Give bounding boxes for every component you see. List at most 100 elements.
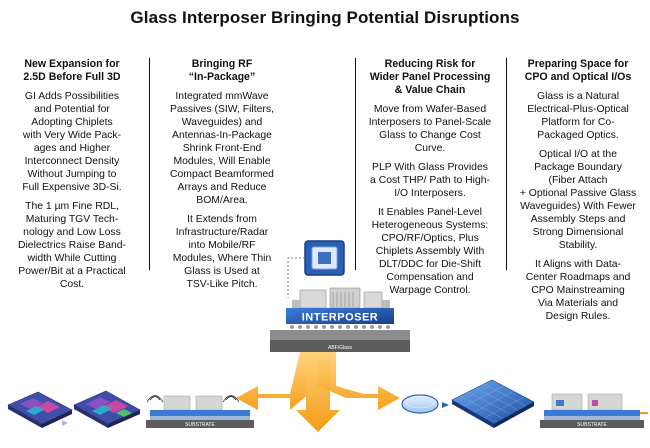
paragraph-line: with Very Wide Pack- <box>22 130 122 141</box>
paragraph-line: Glass is Used at <box>184 266 260 277</box>
paragraph-line: Platform for Co- <box>541 117 615 128</box>
paragraph-line: GI Adds Possibilities <box>24 91 120 102</box>
paragraph-line: Design Rules. <box>545 311 611 322</box>
chip-core <box>318 252 331 264</box>
paragraph-line: Stability. <box>558 240 598 251</box>
paragraph-line: Strong Dimensional <box>532 227 624 238</box>
solder-bumps <box>290 325 390 329</box>
heading-line: Bringing RF <box>191 58 253 70</box>
interposer-layer <box>286 308 394 324</box>
heading-line: Wider Panel Processing <box>369 71 491 83</box>
heading-line: CPO and Optical I/Os <box>524 71 632 83</box>
heading-line: New Expansion for <box>24 58 120 70</box>
paragraph-line: Maturing TGV Tech- <box>25 214 119 225</box>
paragraph-line: Glass is a Natural <box>537 91 619 102</box>
paragraph-line: Heterogeneous Systems: <box>371 220 489 231</box>
paragraph-line: Packaged Optics. <box>537 130 619 141</box>
paragraph-line: Electrical-Plus-Optical <box>527 104 629 115</box>
paragraph-line: Package Boundary <box>534 162 622 173</box>
column-divider-2 <box>355 58 356 270</box>
paragraph-line: Compact Beamformed <box>170 169 274 180</box>
heading-line: Reducing Risk for <box>384 58 476 70</box>
column-heading: Bringing RF“In-Package” <box>154 58 290 84</box>
paragraph-line: Shrink Front-End <box>182 143 262 154</box>
substrate-label: ABF/Glass <box>328 345 352 351</box>
wireless-signal-icon <box>149 396 161 401</box>
paragraph-line: The 1 µm Fine RDL, <box>25 201 119 212</box>
paragraph-line: Integrated mmWave <box>175 91 269 102</box>
paragraph-line: DLT/DDC for Die-Shift <box>379 259 481 270</box>
rf-substrate-label: SUBSTRATE <box>185 422 215 428</box>
paragraph-line: Warpage Control. <box>389 285 471 296</box>
paragraph-line: Chiplets Assembly With <box>375 246 485 257</box>
cpo-substrate-label: SUBSTRATE <box>577 422 607 428</box>
paragraph-line: CPO Mainstreaming <box>531 285 625 296</box>
paragraph-line: Curve. <box>414 143 446 154</box>
paragraph-line: Without Jumping to <box>27 169 117 180</box>
paragraph-line: Full Expensive 3D-Si. <box>22 182 122 193</box>
chevron-right-icon <box>442 402 449 408</box>
rf-module-figure: SUBSTRATE <box>146 395 254 428</box>
paragraph-line: ages and Higher <box>33 143 111 154</box>
fiber-attach <box>640 412 648 414</box>
paragraph-line: Dielectrics Raise Band- <box>18 240 126 251</box>
central-package-graphic: INTERPOSER ABF/Glass <box>270 240 410 352</box>
paragraph-line: CPO/RF/Optics, Plus <box>381 233 479 244</box>
heading-line: Preparing Space for <box>527 58 629 70</box>
chiplet-board-figure-1 <box>7 391 73 428</box>
heading-line: & Value Chain <box>394 84 466 96</box>
paragraph-line: Interconnect Density <box>24 156 120 167</box>
page-title: Glass Interposer Bringing Potential Disr… <box>130 8 520 27</box>
die-stack <box>292 287 390 309</box>
paragraph-line: into Mobile/RF <box>188 240 256 251</box>
paragraph-line: Waveguides) and <box>181 117 263 128</box>
interposer-label: INTERPOSER <box>302 312 379 324</box>
paragraph-line: Waveguides) With Fewer <box>520 201 636 212</box>
column-divider-1 <box>149 58 150 270</box>
paragraph-line: Power/Bit at a Practical <box>18 266 126 277</box>
paragraph-line: Adopting Chiplets <box>31 117 113 128</box>
paragraph-line: I/O Interposers. <box>394 188 466 199</box>
wafer-figure <box>401 394 439 414</box>
paragraph-line: Via Materials and <box>537 298 619 309</box>
paragraph-line: Assembly Steps and <box>530 214 626 225</box>
paragraph-line: Compensation and <box>386 272 474 283</box>
paragraph-line: + Optional Passive Glass <box>519 188 637 199</box>
paragraph-line: Interposers to Panel-Scale <box>368 117 492 128</box>
paragraph-line: Center Roadmaps and <box>525 272 631 283</box>
paragraph-line: Optical I/O at the <box>539 149 617 160</box>
paragraph-line: It Aligns with Data- <box>534 259 622 270</box>
paragraph-line: It Extends from <box>187 214 257 225</box>
paragraph-line: It Enables Panel-Level <box>378 207 482 218</box>
paragraph-line: Cost. <box>59 279 85 290</box>
package-substrate <box>270 330 410 340</box>
package-substrate-base <box>270 340 410 352</box>
heading-line: “In-Package” <box>188 71 256 83</box>
paragraph-line: Move from Wafer-Based <box>373 104 487 115</box>
paragraph-line: a Cost THP/ Path to High- <box>370 175 490 186</box>
paragraph-line: Infrastructure/Radar <box>175 227 269 238</box>
arrow-left <box>236 352 318 410</box>
cpo-module-figure: SUBSTRATE <box>540 393 648 428</box>
paragraph-line: BOM/Area. <box>196 195 248 206</box>
column-bringing-rf: Bringing RF“In-Package” Integrated mmWave… <box>154 58 290 297</box>
paragraph-line: Modules, Where Thin <box>172 253 272 264</box>
callout-line <box>287 257 305 298</box>
paragraph-line: Arrays and Reduce <box>177 182 267 193</box>
